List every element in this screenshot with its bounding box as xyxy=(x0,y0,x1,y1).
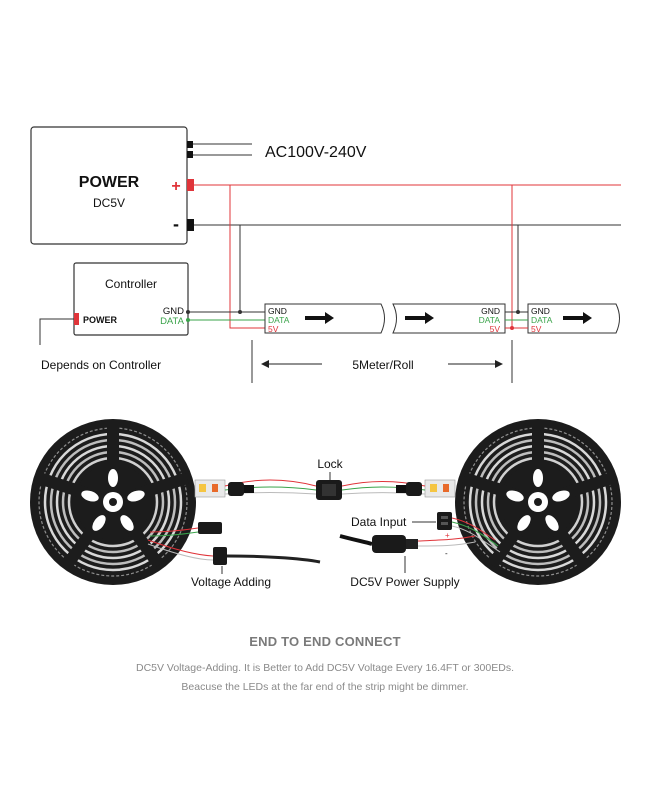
depends-on-controller-note: Depends on Controller xyxy=(41,358,161,372)
caption-line-2: Beacuse the LEDs at the far end of the s… xyxy=(181,681,469,693)
controller-box: Controller POWER GND DATA xyxy=(73,262,189,336)
dc-barrel-connector xyxy=(372,535,418,553)
jst-connector-left xyxy=(228,482,254,496)
dc5v-power-supply-label: DC5V Power Supply xyxy=(350,575,459,589)
led-reel-left xyxy=(30,419,196,585)
strip-3-direction-arrow xyxy=(563,312,592,324)
strip-1-gnd-label: GND xyxy=(268,306,287,316)
voltage-adding-label: Voltage Adding xyxy=(191,575,271,589)
plus-drop-1 xyxy=(229,185,265,329)
controller-power-input-line xyxy=(39,318,74,345)
strip-2-gnd-label: GND xyxy=(481,306,500,316)
lock-label: Lock xyxy=(317,457,343,471)
strip-3-gnd-label: GND xyxy=(531,306,550,316)
left-strip-end xyxy=(194,479,226,498)
right-strip-end xyxy=(424,479,456,498)
strip-2-5v-label: 5V xyxy=(490,324,501,334)
power-supply-title: POWER xyxy=(79,174,140,191)
svg-text:+: + xyxy=(445,531,450,540)
strip-2-direction-arrow xyxy=(405,312,434,324)
strip-segment-1: GND DATA 5V xyxy=(264,303,385,334)
plus-terminal-label: + xyxy=(171,178,180,195)
power-supply-voltage: DC5V xyxy=(93,196,125,210)
strip-1-direction-arrow xyxy=(305,312,334,324)
plus-terminal xyxy=(187,179,194,191)
controller-title: Controller xyxy=(105,277,157,291)
jst-connector-right xyxy=(396,482,422,496)
strip-segment-2: GND DATA 5V xyxy=(392,303,506,334)
strip-3-data-label: DATA xyxy=(531,315,553,325)
minus-drop-1 xyxy=(239,225,265,313)
led-reel-right xyxy=(455,419,621,585)
strip-1-5v-label: 5V xyxy=(268,324,279,334)
strip-3-5v-label: 5V xyxy=(531,324,542,334)
lock-connector xyxy=(316,480,342,500)
controller-power-label: POWER xyxy=(83,315,118,325)
minus-terminal-label: - xyxy=(173,214,179,234)
ac-input-label: AC100V-240V xyxy=(265,144,367,161)
voltage-adding-connector xyxy=(198,522,227,565)
controller-data-label: DATA xyxy=(160,316,185,327)
svg-text:-: - xyxy=(445,549,448,558)
strip-segment-3: GND DATA 5V xyxy=(527,303,620,334)
data-input-label: Data Input xyxy=(351,515,407,529)
power-supply-box: POWER DC5V + - xyxy=(30,126,194,245)
caption-title: END TO END CONNECT xyxy=(249,634,401,649)
strip-2-data-label: DATA xyxy=(479,315,501,325)
minus-terminal xyxy=(187,219,194,231)
controller-gnd-label: GND xyxy=(163,306,184,317)
strip-1-data-label: DATA xyxy=(268,315,290,325)
controller-power-port xyxy=(74,313,79,325)
roll-length-label: 5Meter/Roll xyxy=(352,358,413,372)
data-input-connector xyxy=(437,512,452,530)
ac-terminal-2 xyxy=(187,151,193,158)
caption-line-1: DC5V Voltage-Adding. It is Better to Add… xyxy=(135,662,514,674)
ac-terminal-1 xyxy=(187,141,193,148)
